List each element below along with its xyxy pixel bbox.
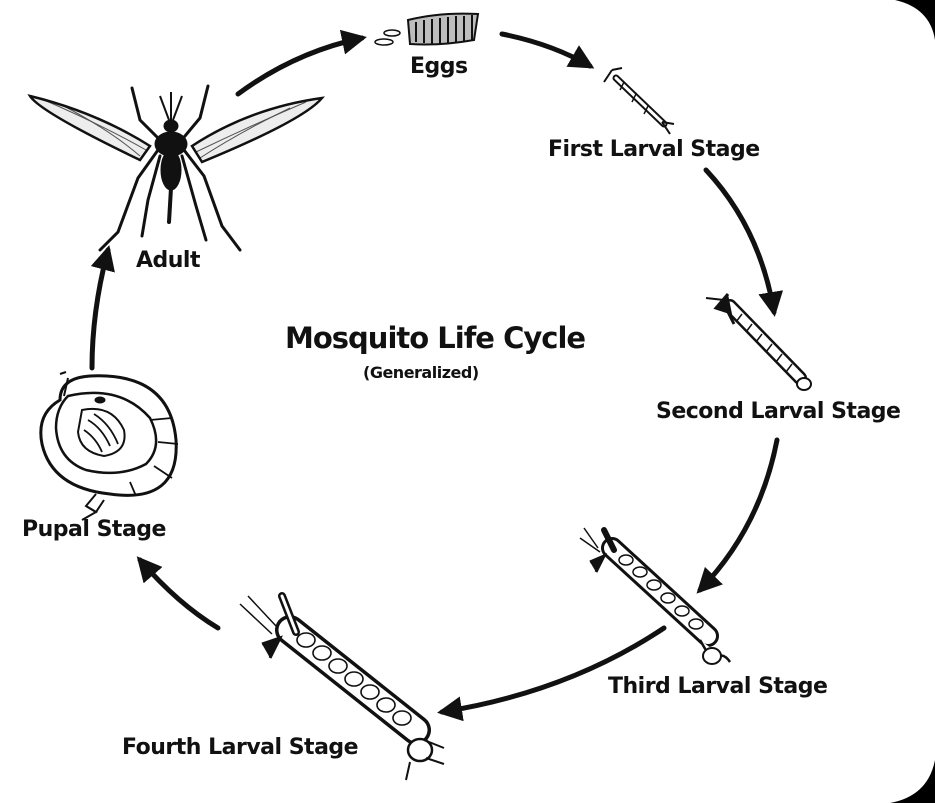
stage-label-pupal: Pupal Stage <box>22 517 166 542</box>
stage-label-fourth-larval: Fourth Larval Stage <box>122 735 359 760</box>
arrow-third-to-fourth-larval <box>437 625 667 722</box>
adult-mosquito-illustration <box>27 84 325 252</box>
arrow-eggs-to-first-larval <box>499 31 595 69</box>
stage-label-adult: Adult <box>136 248 201 273</box>
first-larval-illustration <box>603 67 675 135</box>
frame-corner-bottom-right <box>890 760 935 803</box>
eggs-illustration <box>374 12 480 46</box>
arrow-fourth-larval-to-pupal <box>136 556 221 631</box>
frame-corner-top-right <box>895 0 935 40</box>
arrow-adult-to-eggs <box>235 29 367 97</box>
diagram-subtitle: (Generalized) <box>363 363 479 382</box>
arrow-second-to-third-larval <box>696 437 780 594</box>
fourth-larval-illustration <box>239 592 445 781</box>
cycle-arrows <box>89 29 784 722</box>
stage-label-second-larval: Second Larval Stage <box>656 399 901 424</box>
stage-label-third-larval: Third Larval Stage <box>608 674 828 699</box>
diagram-title: Mosquito Life Cycle <box>285 321 586 355</box>
stage-label-first-larval: First Larval Stage <box>548 137 760 162</box>
pupa-illustration <box>39 371 179 521</box>
arrow-first-to-second-larval <box>703 167 784 317</box>
third-larval-illustration <box>579 527 732 665</box>
stage-label-eggs: Eggs <box>410 54 468 79</box>
arrow-pupal-to-adult <box>89 245 115 371</box>
second-larval-illustration <box>705 293 812 391</box>
